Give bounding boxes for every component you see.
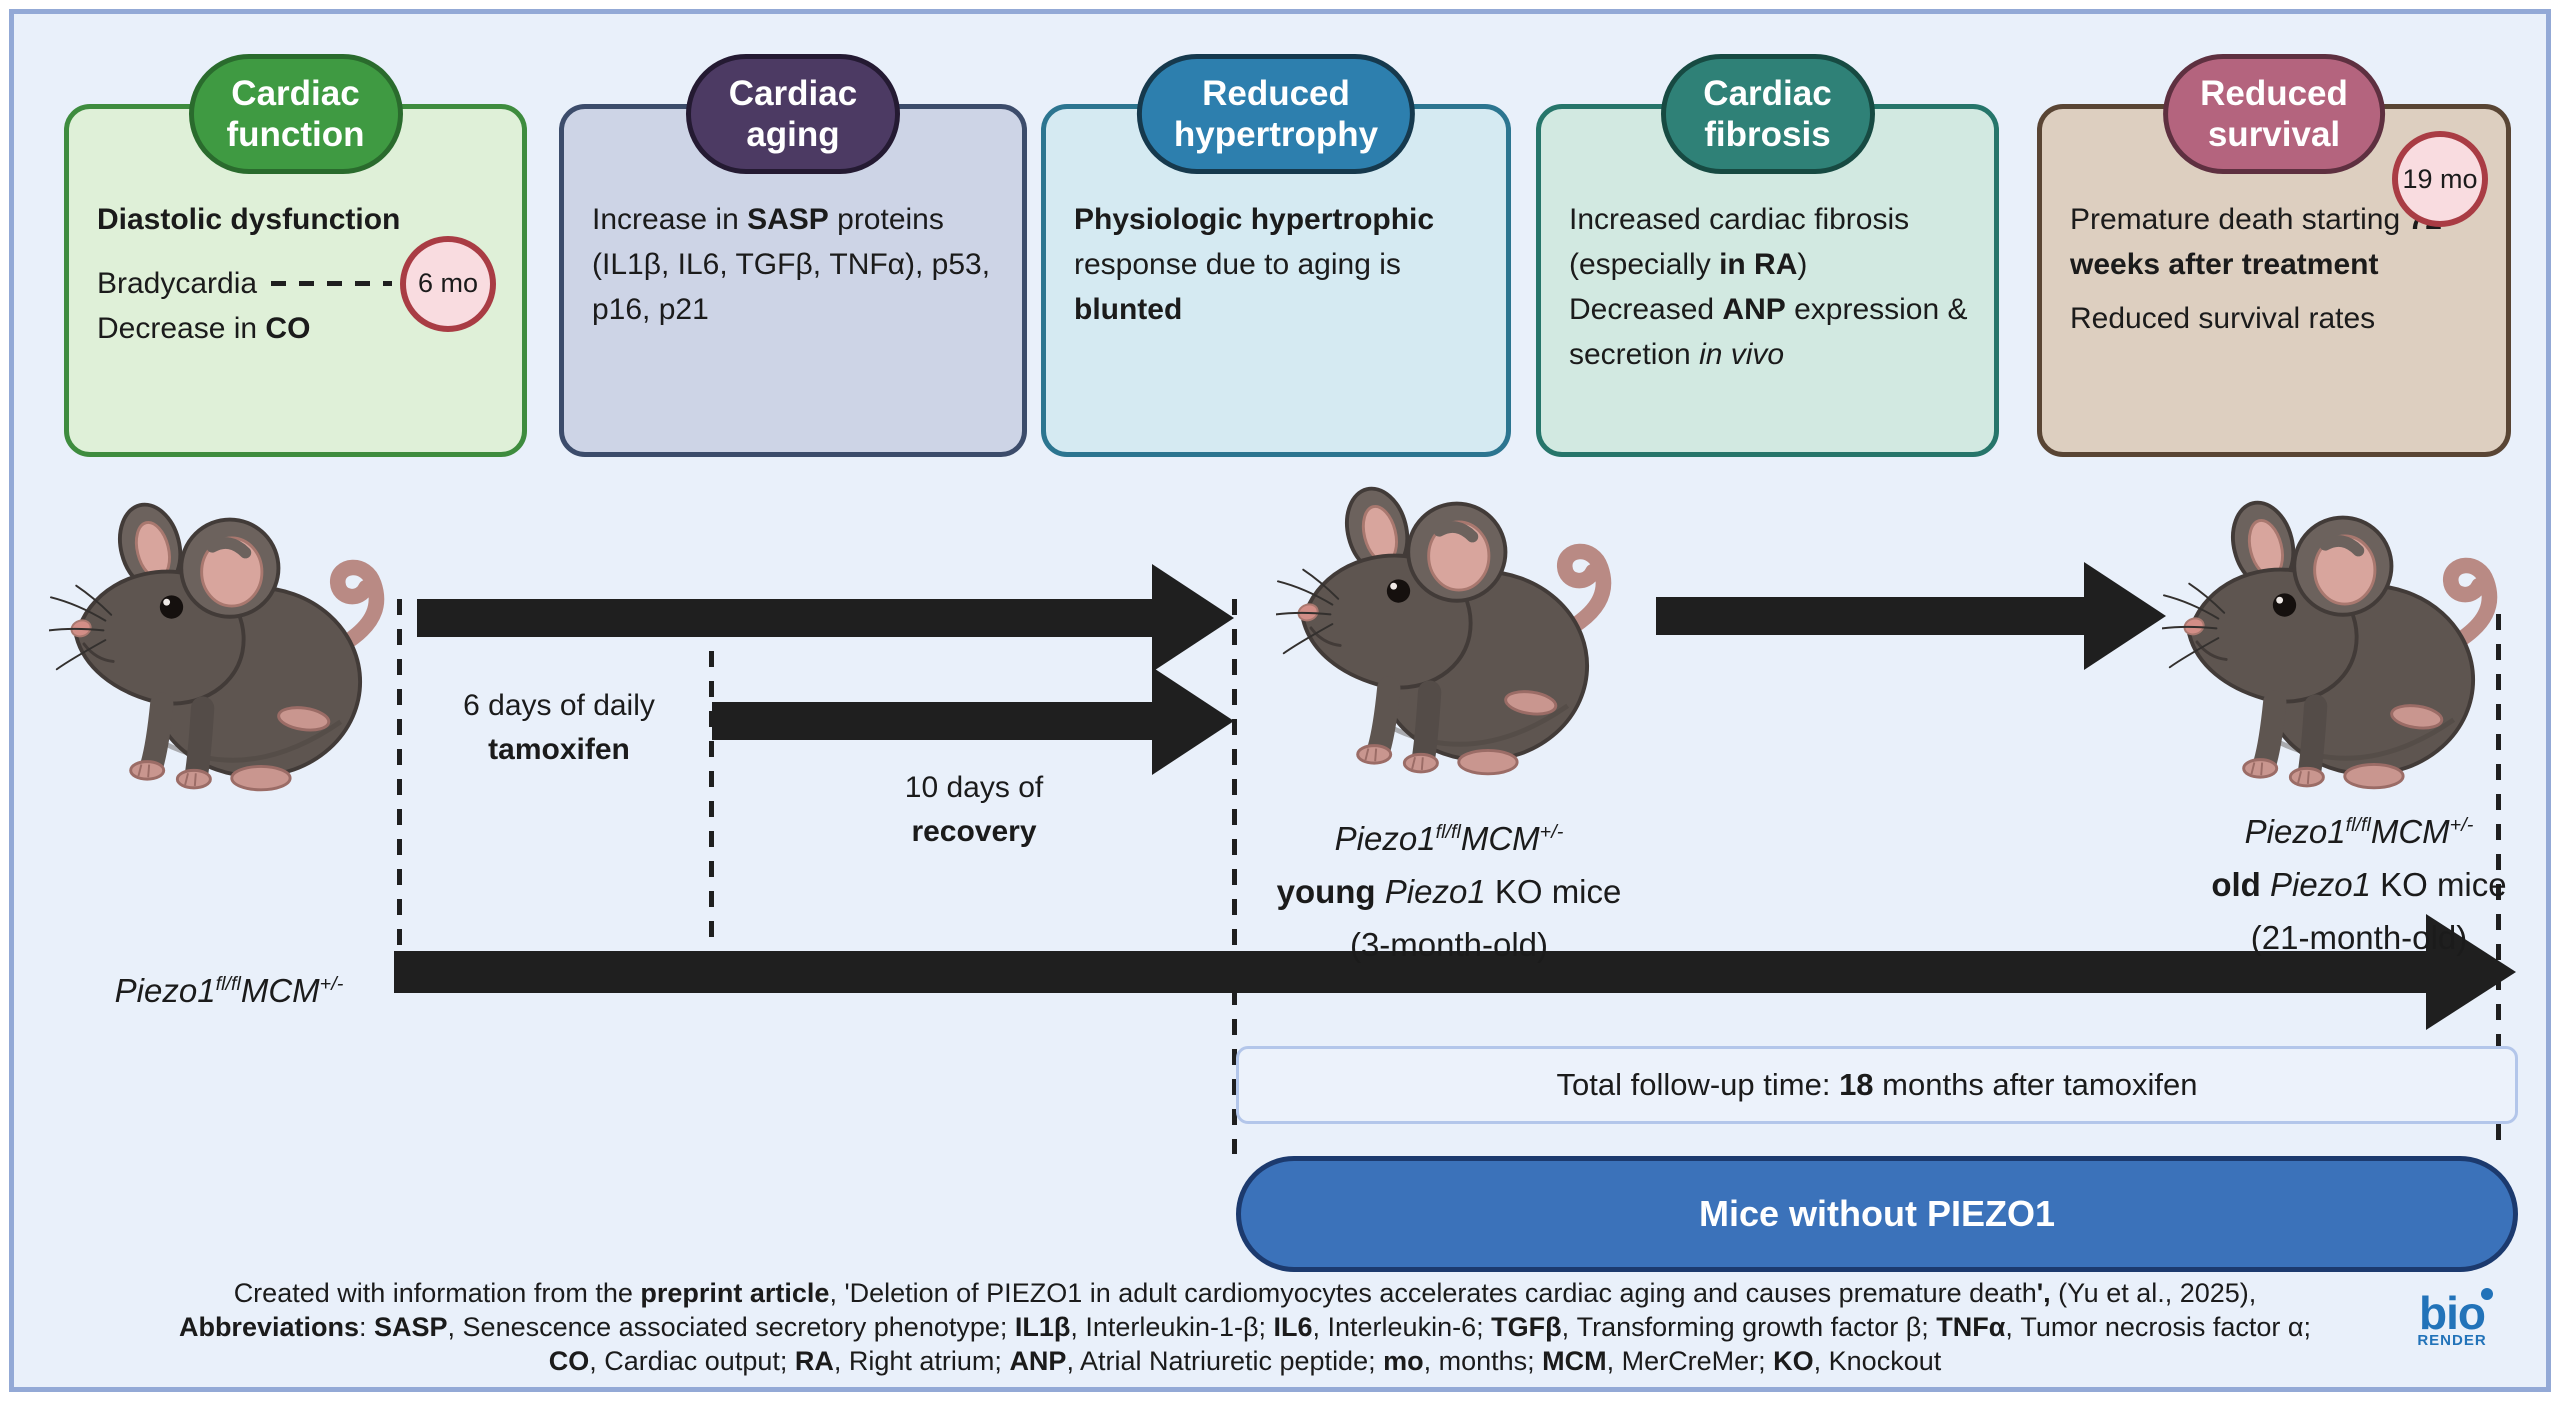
label-line: 10 days of: [904, 771, 1044, 804]
pill-line: Cardiac: [231, 74, 360, 113]
outcome-box-reduced-survival: Reduced survival 19 mo Premature death s…: [2037, 54, 2511, 457]
pill-line: Reduced: [2200, 74, 2348, 113]
outcome-pill-cardiac-fibrosis: Cardiac fibrosis: [1660, 54, 1875, 174]
arrowhead-icon: [1152, 667, 1234, 775]
mouse-icon: [49, 482, 399, 804]
arrowhead-icon: [2084, 562, 2166, 670]
label-line: Piezo1fl/flMCM+/-: [1334, 820, 1564, 857]
timeline-arrow-tamoxifen: [417, 562, 1234, 674]
recovery-label: 10 days of recovery: [714, 766, 1234, 854]
banner-label: Mice without PIEZO1: [1698, 1193, 2056, 1234]
pill-line: survival: [2207, 115, 2341, 154]
outcome-box-cardiac-fibrosis: Cardiac fibrosis Increased cardiac fibro…: [1536, 54, 1999, 457]
label-line: tamoxifen: [488, 733, 630, 766]
label-line: recovery: [911, 815, 1037, 848]
pill-line: hypertrophy: [1173, 115, 1379, 154]
figure-canvas: Cardiac function Diastolic dysfunction B…: [9, 9, 2551, 1392]
followup-time-text: Total follow-up time: 18 months after ta…: [1556, 1067, 2198, 1102]
biorender-logo-sub: RENDER: [2417, 1332, 2487, 1349]
timeline-arrow-recovery: [712, 665, 1234, 777]
pill-line: Cardiac: [728, 74, 858, 113]
box-text: Decreased ANP expression & secretion in …: [1569, 293, 1968, 371]
dashed-connector: [2496, 614, 2501, 1154]
box-text: Increase in SASP proteins (IL1β, IL6, TG…: [592, 203, 991, 326]
outcome-pill-reduced-survival: Reduced survival: [2163, 54, 2385, 174]
label-line: (3-month-old): [1349, 926, 1549, 963]
timepoint-badge-19mo: 19 mo: [2392, 131, 2488, 227]
biorender-logo-word: bio: [2419, 1288, 2493, 1336]
label-line: young Piezo1 KO mice: [1276, 873, 1622, 910]
timepoint-badge-6mo: 6 mo: [400, 235, 496, 332]
tamoxifen-label: 6 days of daily tamoxifen: [409, 684, 709, 772]
label-line: old Piezo1 KO mice: [2211, 866, 2507, 903]
biorender-logo: bio RENDER: [2396, 1288, 2508, 1349]
dashed-connector: [397, 599, 402, 949]
mouse-icon: [2162, 480, 2512, 802]
outcome-box-cardiac-aging: Cardiac aging Increase in SASP proteins …: [559, 54, 1027, 457]
founder-mouse-label: Piezo1fl/flMCM+/-: [114, 972, 344, 1009]
mice-without-piezo1-banner: Mice without PIEZO1: [1236, 1156, 2518, 1272]
caption-line: CO, Cardiac output; RA, Right atrium; AN…: [548, 1346, 1942, 1376]
outcome-box-reduced-hypertrophy: Reduced hypertrophy Physiologic hypertro…: [1041, 54, 1511, 457]
arrowhead-icon: [2426, 914, 2516, 1030]
pill-line: function: [226, 115, 365, 154]
logo-dot-icon: [2480, 1288, 2493, 1300]
label-line: (21-month-old): [2250, 919, 2468, 956]
figure-caption: Created with information from the prepri…: [104, 1276, 2386, 1378]
box-text: Increased cardiac fibrosis (especially i…: [1569, 203, 1910, 281]
arrowhead-icon: [1152, 564, 1234, 672]
timeline-arrow-followup: [394, 912, 2516, 1032]
pill-line: Reduced: [1202, 74, 1350, 113]
label-line: 6 days of daily: [463, 689, 655, 722]
outcome-pill-cardiac-function: Cardiac function: [188, 54, 403, 174]
box-text: Decrease in CO: [97, 312, 311, 345]
pill-line: fibrosis: [1704, 115, 1831, 154]
mouse-icon: [1276, 466, 1626, 788]
dashed-connector: [1232, 599, 1237, 1154]
outcome-box-cardiac-function: Cardiac function Diastolic dysfunction B…: [64, 54, 527, 457]
outcome-pill-reduced-hypertrophy: Reduced hypertrophy: [1136, 54, 1416, 174]
followup-time-box: Total follow-up time: 18 months after ta…: [1236, 1046, 2518, 1124]
label-line: Piezo1fl/flMCM+/-: [2244, 813, 2474, 850]
pill-line: aging: [746, 115, 840, 154]
timeline-arrow-aging: [1656, 560, 2166, 672]
box-text: Diastolic dysfunction: [97, 203, 401, 236]
old-ko-mouse-label: Piezo1fl/flMCM+/- old Piezo1 KO mice (21…: [2119, 799, 2560, 964]
caption-line: Created with information from the prepri…: [233, 1278, 2257, 1308]
box-text: Bradycardia: [97, 267, 258, 300]
box-text-row: Bradycardia 6 mo: [97, 235, 496, 332]
dashed-leader: [271, 281, 392, 286]
pill-line: Cardiac: [1703, 74, 1832, 113]
caption-line: Abbreviations: SASP, Senescence associat…: [178, 1312, 2312, 1342]
dashed-connector: [709, 621, 714, 949]
box-text: Reduced survival rates: [2070, 302, 2376, 335]
young-ko-mouse-label: Piezo1fl/flMCM+/- young Piezo1 KO mice (…: [1209, 806, 1689, 971]
outcome-pill-cardiac-aging: Cardiac aging: [686, 54, 900, 174]
box-text: Physiologic hypertrophic response due to…: [1074, 203, 1435, 326]
